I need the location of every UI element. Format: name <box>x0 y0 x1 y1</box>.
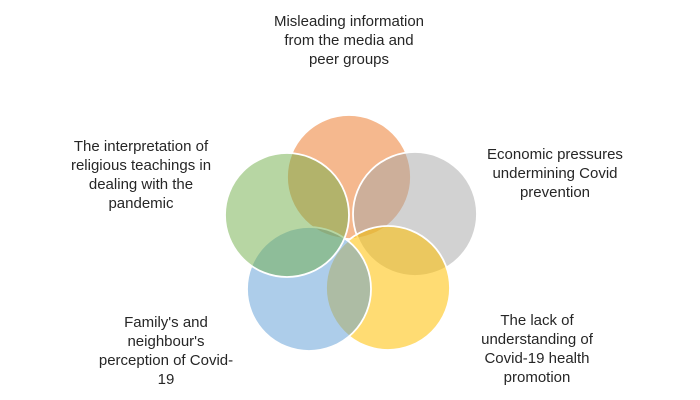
label-misleading-information: Misleading information from the media an… <box>273 13 425 68</box>
religious-teachings-circle <box>224 152 350 278</box>
label-economic-pressures: Economic pressures undermining Covid pre… <box>487 146 623 201</box>
label-family-perception: Family's and neighbour's perception of C… <box>98 314 234 388</box>
label-lack-of-understanding: The lack of understanding of Covid-19 he… <box>481 312 593 386</box>
label-religious-teachings: The interpretation of religious teaching… <box>70 138 212 212</box>
